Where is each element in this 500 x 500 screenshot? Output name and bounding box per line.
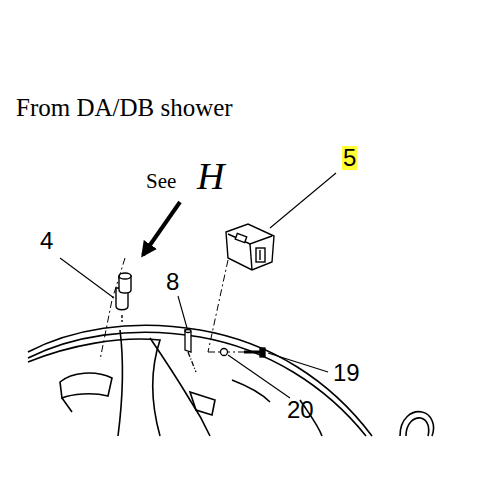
callout-number: 19 [333, 361, 360, 385]
callout-number: 20 [287, 398, 314, 422]
hose-fitting [116, 273, 131, 322]
centre-lines [100, 258, 246, 360]
leader-lines [60, 173, 336, 398]
heading: From DA/DB shower [16, 95, 233, 120]
view-letter: H [197, 157, 224, 195]
pin [185, 330, 196, 373]
clip-block [226, 224, 274, 270]
callout-number: 5 [342, 146, 357, 170]
callout-number: 8 [166, 270, 179, 294]
shower-housing [28, 325, 434, 436]
pointer-arrow [143, 202, 180, 255]
reference-text: See [146, 171, 176, 192]
screw [244, 348, 265, 357]
washer [221, 349, 228, 356]
callout-number: 4 [40, 229, 53, 253]
